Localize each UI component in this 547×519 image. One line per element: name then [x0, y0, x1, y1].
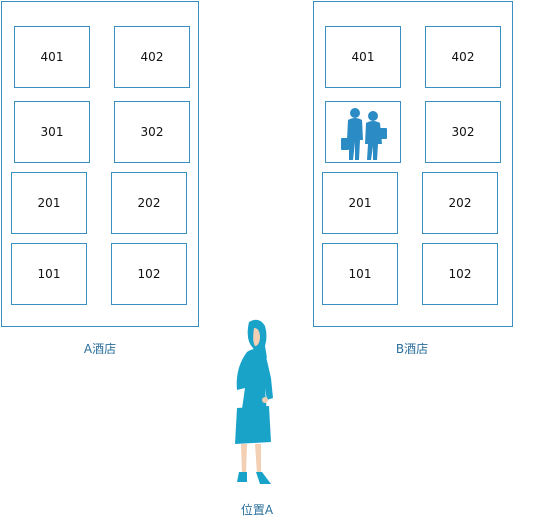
hotel-a-room-201: 201 [11, 172, 87, 234]
hotel-a-room-401: 401 [14, 26, 90, 88]
hotel-a-room-102: 102 [111, 243, 187, 305]
hotel-a-label: A酒店 [83, 342, 117, 356]
guest-couple-icon [341, 108, 387, 160]
hotel-b-room-201: 201 [322, 172, 398, 234]
hotel-a-building: 401 402 301 302 201 202 101 102 [1, 1, 199, 327]
hotel-b-label: B酒店 [395, 342, 429, 356]
hotel-b-room-302: 302 [425, 101, 501, 163]
hotel-b-room-202: 202 [422, 172, 498, 234]
hotel-b-room-101: 101 [322, 243, 398, 305]
hotel-a-room-402: 402 [114, 26, 190, 88]
hotel-b-room-102: 102 [422, 243, 498, 305]
hotel-b-room-402: 402 [425, 26, 501, 88]
hotel-a-room-202: 202 [111, 172, 187, 234]
hotel-a-room-301: 301 [14, 101, 90, 163]
person-position-label: 位置A [240, 503, 274, 517]
hotel-b-building: 401 402 302 201 202 101 102 [313, 1, 513, 327]
hotel-b-room-401: 401 [325, 26, 401, 88]
hotel-b-room-occupied [325, 101, 401, 163]
hotel-a-room-101: 101 [11, 243, 87, 305]
hotel-a-room-302: 302 [114, 101, 190, 163]
woman-figure-icon [235, 319, 273, 484]
